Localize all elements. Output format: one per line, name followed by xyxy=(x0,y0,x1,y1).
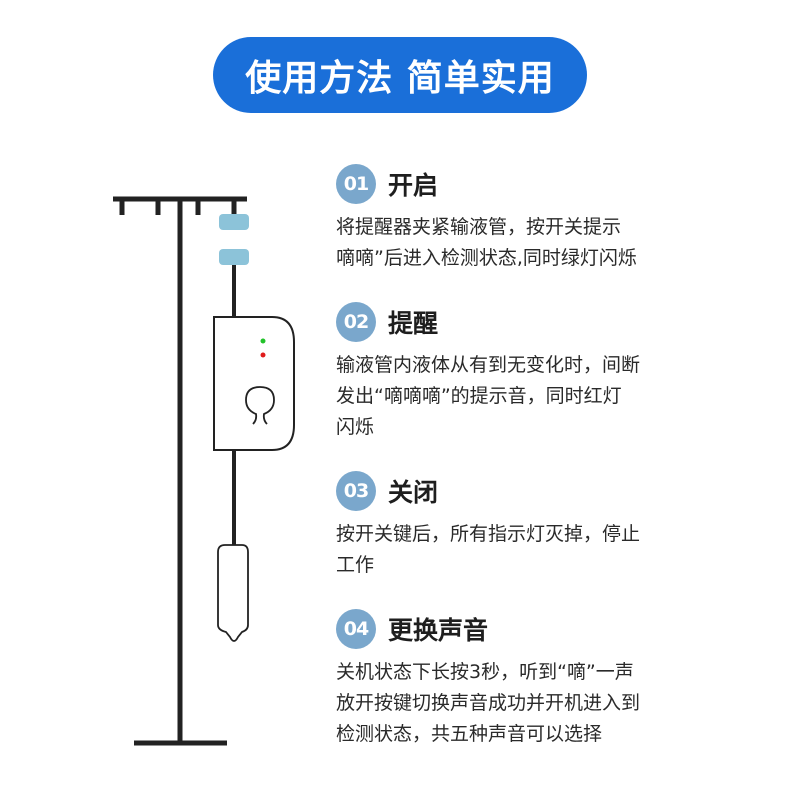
step-line: 将提醒器夹紧输液管，按开关提示 xyxy=(336,216,622,238)
iv-stand-illustration xyxy=(113,196,295,746)
step-title: 关闭 xyxy=(388,478,439,507)
omega-speaker-icon xyxy=(245,386,275,425)
step-title: 更换声音 xyxy=(388,616,489,645)
step-description: 关机状态下长按3秒，听到“嘀”一声 放开按键切换声音成功并开机进入到 检测状态，… xyxy=(336,657,776,750)
step-line: 输液管内液体从有到无变化时，间断 xyxy=(336,354,641,376)
step-number-badge: 01 xyxy=(336,164,376,204)
step-line: 检测状态，共五种声音可以选择 xyxy=(336,723,603,745)
step-title: 提醒 xyxy=(388,309,439,338)
step-line: 关机状态下长按3秒，听到“嘀”一声 xyxy=(336,661,634,683)
step-02: 02 提醒 输液管内液体从有到无变化时，间断 发出“嘀嘀嘀”的提示音，同时红灯 … xyxy=(336,302,776,443)
drip-chamber-icon xyxy=(217,544,249,642)
step-line: 嘀嘀”后进入检测状态,同时绿灯闪烁 xyxy=(336,247,637,269)
reminder-device-icon xyxy=(213,316,295,451)
step-line: 发出“嘀嘀嘀”的提示音，同时红灯 xyxy=(336,385,622,407)
step-line: 闪烁 xyxy=(336,416,375,438)
banner-title: 使用方法 简单实用 xyxy=(245,58,555,99)
iv-bottle-icon xyxy=(219,214,249,265)
step-line: 工作 xyxy=(336,554,375,576)
step-number-badge: 02 xyxy=(336,302,376,342)
step-03: 03 关闭 按开关键后，所有指示灯灭掉，停止 工作 xyxy=(336,471,776,581)
step-title: 开启 xyxy=(388,171,439,200)
step-description: 输液管内液体从有到无变化时，间断 发出“嘀嘀嘀”的提示音，同时红灯 闪烁 xyxy=(336,350,776,443)
step-number-badge: 04 xyxy=(336,609,376,649)
iv-stand-icon xyxy=(113,196,247,746)
step-line: 放开按键切换声音成功并开机进入到 xyxy=(336,692,641,714)
step-description: 按开关键后，所有指示灯灭掉，停止 工作 xyxy=(336,519,776,581)
step-description: 将提醒器夹紧输液管，按开关提示 嘀嘀”后进入检测状态,同时绿灯闪烁 xyxy=(336,212,776,274)
step-04: 04 更换声音 关机状态下长按3秒，听到“嘀”一声 放开按键切换声音成功并开机进… xyxy=(336,609,776,750)
red-led-icon xyxy=(260,352,266,358)
step-number-badge: 03 xyxy=(336,471,376,511)
green-led-icon xyxy=(260,338,266,344)
title-banner: 使用方法 简单实用 xyxy=(213,37,587,113)
step-01: 01 开启 将提醒器夹紧输液管，按开关提示 嘀嘀”后进入检测状态,同时绿灯闪烁 xyxy=(336,164,776,274)
step-line: 按开关键后，所有指示灯灭掉，停止 xyxy=(336,523,641,545)
